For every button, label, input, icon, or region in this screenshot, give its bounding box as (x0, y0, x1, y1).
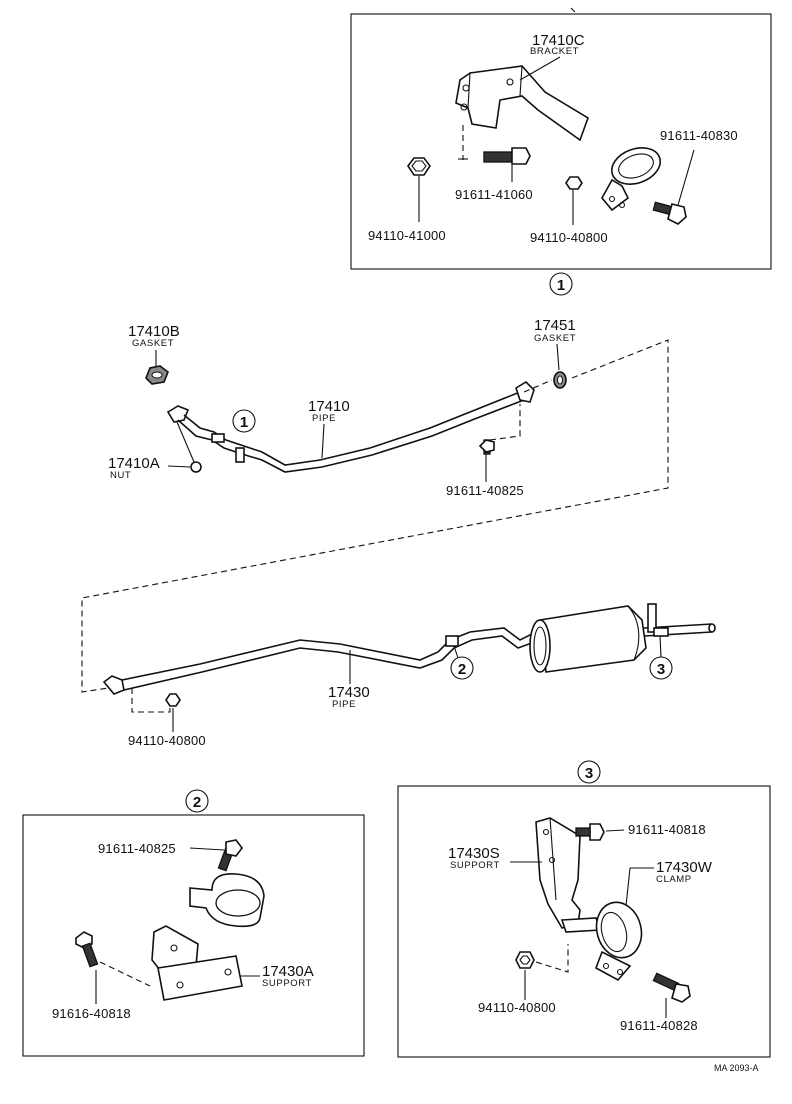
clamp-drawing (601, 147, 662, 212)
bracket-part-number: 17410C (532, 32, 585, 49)
support-17430s-part-number: 17430S (448, 845, 500, 862)
nut-94110-40800-rear-drawing (165, 693, 181, 707)
nut-94110-40800-rear-label: 94110-40800 (128, 733, 206, 748)
bolt-91611-40825-d2-label: 91611-40825 (98, 841, 176, 856)
gasket-17410b-drawing (145, 365, 169, 385)
nut-94110-40800-drawing (565, 176, 583, 190)
pipe-17410-drawing (166, 380, 535, 473)
bolt-91611-40828-label: 91611-40828 (620, 1018, 698, 1033)
pipe-17410-part-name: PIPE (312, 413, 336, 424)
pipe-17410-part-number: 17410 (308, 398, 350, 415)
bolt-91611-40818-d3-label: 91611-40818 (628, 822, 706, 837)
bracket-17410c-drawing (455, 65, 589, 142)
support-17430s-part-name: SUPPORT (450, 860, 500, 871)
nut-94110-40800-d3-label: 94110-40800 (478, 1000, 556, 1015)
pipe-17430-part-name: PIPE (332, 699, 356, 710)
detail-1-callout-number: 1 (557, 277, 565, 294)
bolt-91616-40818-label: 91616-40818 (52, 1006, 131, 1021)
support-17430a-part-name: SUPPORT (262, 978, 312, 989)
pipe-17430-drawing (102, 603, 716, 695)
gasket-17451-drawing (553, 371, 567, 389)
main-callout-1: 1 (232, 409, 256, 433)
bracket-part-name: BRACKET (530, 46, 579, 57)
nut-94110-41000-label: 94110-41000 (368, 228, 446, 243)
nut-17410a-part-number: 17410A (108, 455, 160, 472)
main-assembly: 1 2 3 17410B GASKET 17410A NUT 17410 PIP… (81, 317, 716, 748)
figure-reference: MA 2093-A (714, 1063, 759, 1073)
detail-2-callout: 2 (185, 789, 209, 813)
bolt-91611-41060-label: 91611-41060 (455, 187, 533, 202)
nut-94110-40800-d3-drawing (515, 951, 535, 969)
clamp-17430w-part-name: CLAMP (656, 874, 692, 885)
gasket-17451-part-number: 17451 (534, 317, 576, 334)
bolt-91611-40828-drawing (652, 972, 691, 1003)
detail-2-box: 91611-40825 91616-40818 17430A SUPPORT (22, 814, 365, 1057)
detail-1-callout: 1 (549, 272, 573, 296)
bolt-91611-41060-drawing (483, 147, 531, 165)
main-callout-2-number: 2 (458, 661, 466, 678)
clamp-17430w-drawing (595, 901, 643, 982)
bolt-91611-40830-label: 91611-40830 (660, 128, 738, 143)
support-17430s-drawing (535, 817, 602, 933)
main-callout-3-number: 3 (657, 661, 665, 678)
bolt-91611-40825-d2-drawing (217, 839, 243, 872)
nut-17410a-part-name: NUT (110, 470, 131, 481)
gasket-17410b-part-number: 17410B (128, 323, 180, 340)
support-17430a-part-number: 17430A (262, 963, 314, 980)
support-17430a-drawing (151, 925, 243, 1001)
detail-3-callout: 3 (577, 760, 601, 784)
nut-94110-41000-drawing (407, 157, 431, 176)
clamp-17430w-part-number: 17430W (656, 859, 713, 876)
detail-3-box: 91611-40818 17430S SUPPORT 17430W CLAMP … (397, 785, 771, 1058)
detail-3-callout-number: 3 (585, 765, 593, 782)
bolt-91616-40818-drawing (75, 931, 99, 968)
main-callout-3: 3 (649, 656, 673, 680)
bolt-91611-40825-drawing (478, 439, 495, 455)
bolt-91611-40825-label: 91611-40825 (446, 483, 524, 498)
gasket-17451-part-name: GASKET (534, 333, 576, 344)
gasket-17410b-part-name: GASKET (132, 338, 174, 349)
nut-94110-40800-label: 94110-40800 (530, 230, 608, 245)
detail-2-callout-number: 2 (193, 794, 201, 811)
bolt-91611-40830-drawing (652, 201, 687, 225)
pipe-17430-part-number: 17430 (328, 684, 370, 701)
main-callout-1-number: 1 (240, 414, 248, 431)
main-callout-2: 2 (450, 656, 474, 680)
detail-1-box: 17410C BRACKET 94110-41000 91611-41060 9… (350, 7, 772, 270)
bolt-91611-40818-d3-drawing (575, 823, 605, 841)
clamp-d2-drawing (189, 873, 265, 928)
nut-17410a-drawing (190, 461, 202, 473)
